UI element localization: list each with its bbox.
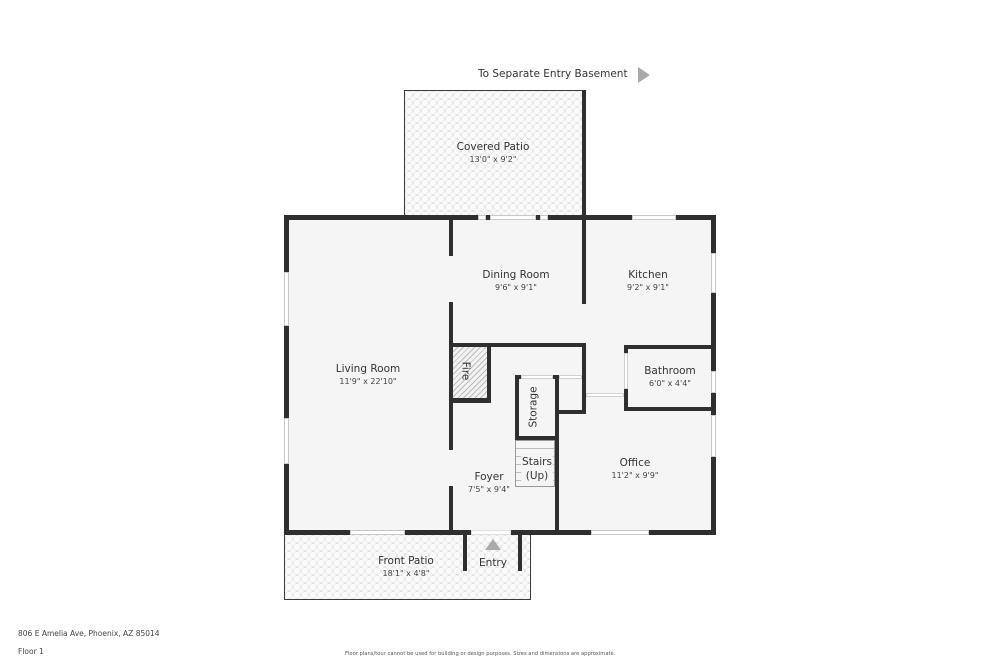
- room-dims: 6'0" x 4'4": [649, 379, 691, 388]
- wall: [463, 535, 467, 571]
- wall: [449, 486, 453, 532]
- room-name: Office: [619, 457, 651, 469]
- wall: [582, 218, 586, 304]
- foyer-label: Foyer 7'5" x 9'4": [468, 471, 510, 494]
- wall: [486, 215, 490, 220]
- room-name: Front Patio: [378, 555, 434, 567]
- room-dims: 11'9" x 22'10": [339, 377, 397, 386]
- wall: [649, 530, 716, 535]
- entry-arrow-icon: [485, 539, 501, 550]
- stairs-label: Stairs (Up): [521, 456, 553, 482]
- wall: [536, 215, 540, 220]
- wall: [284, 326, 289, 418]
- doorway: [559, 375, 582, 379]
- wall: [515, 436, 559, 440]
- wall: [449, 343, 586, 347]
- room-dims: 9'6" x 9'1": [495, 283, 537, 292]
- room-name: Covered Patio: [456, 141, 530, 153]
- room-name: Living Room: [335, 363, 401, 375]
- office-label: Office 11'2" x 9'9": [611, 457, 658, 480]
- bathroom-label: Bathroom 6'0" x 4'4": [644, 365, 696, 388]
- sliding-door: [490, 215, 536, 220]
- doorway: [586, 393, 624, 397]
- front-patio-label: Front Patio 18'1" x 4'8": [378, 555, 434, 578]
- disclaimer: Floor plans/tour cannot be used for buil…: [345, 651, 616, 657]
- entry-door: [471, 530, 511, 535]
- property-address: 806 E Amelia Ave, Phoenix, AZ 85014: [18, 629, 160, 638]
- stairs-name: Stairs: [522, 456, 552, 468]
- kitchen-label: Kitchen 9'2" x 9'1": [627, 269, 669, 292]
- wall: [676, 215, 716, 220]
- wall: [582, 90, 586, 218]
- wall: [515, 375, 519, 487]
- wall: [284, 215, 478, 220]
- fireplace-label: Fire: [459, 361, 472, 381]
- wall: [711, 293, 716, 371]
- window: [711, 253, 716, 293]
- wall: [515, 375, 521, 379]
- arrow-right-icon: [638, 67, 650, 83]
- room-name: Bathroom: [644, 365, 696, 377]
- wall: [624, 389, 628, 411]
- wall: [555, 375, 559, 532]
- stairs-direction: (Up): [525, 470, 549, 482]
- wall: [449, 218, 453, 256]
- wall: [711, 393, 716, 415]
- wall: [284, 215, 289, 272]
- wall: [405, 530, 471, 535]
- covered-patio: [404, 90, 584, 218]
- wall: [624, 345, 628, 353]
- wall: [284, 464, 289, 534]
- storage-door: [521, 375, 553, 379]
- basement-note: To Separate Entry Basement: [478, 68, 628, 80]
- window: [711, 371, 716, 393]
- covered-patio-label: Covered Patio 13'0" x 9'2": [457, 141, 530, 164]
- room-dims: 7'5" x 9'4": [468, 485, 510, 494]
- room-name: Foyer: [474, 471, 504, 483]
- bathroom-door: [624, 353, 628, 389]
- window: [632, 215, 676, 220]
- wall: [624, 407, 714, 411]
- wall: [582, 343, 586, 413]
- room-name: Kitchen: [628, 269, 668, 281]
- wall: [711, 215, 716, 253]
- dining-room-label: Dining Room 9'6" x 9'1": [482, 269, 549, 292]
- wall: [555, 410, 586, 414]
- window: [284, 418, 289, 464]
- wall: [548, 215, 632, 220]
- house-floor: [286, 218, 714, 532]
- room-dims: 11'2" x 9'9": [611, 471, 659, 480]
- room-dims: 18'1" x 4'8": [382, 569, 430, 578]
- wall: [511, 530, 591, 535]
- room-name: Dining Room: [482, 269, 550, 281]
- entry-label: Entry: [479, 557, 507, 569]
- wall: [284, 530, 350, 535]
- wall: [711, 457, 716, 534]
- room-dims: 13'0" x 9'2": [469, 155, 517, 164]
- window: [711, 415, 716, 457]
- room-dims: 9'2" x 9'1": [627, 283, 669, 292]
- window: [478, 215, 486, 220]
- window: [591, 530, 649, 535]
- storage-label: Storage: [527, 386, 540, 428]
- window: [284, 272, 289, 326]
- floor-label: Floor 1: [18, 647, 44, 656]
- fireplace: [453, 347, 487, 398]
- window: [350, 530, 405, 535]
- living-room-label: Living Room 11'9" x 22'10": [336, 363, 400, 386]
- window: [540, 215, 548, 220]
- wall: [518, 535, 522, 571]
- entry-name: Entry: [479, 557, 507, 569]
- wall: [624, 345, 714, 349]
